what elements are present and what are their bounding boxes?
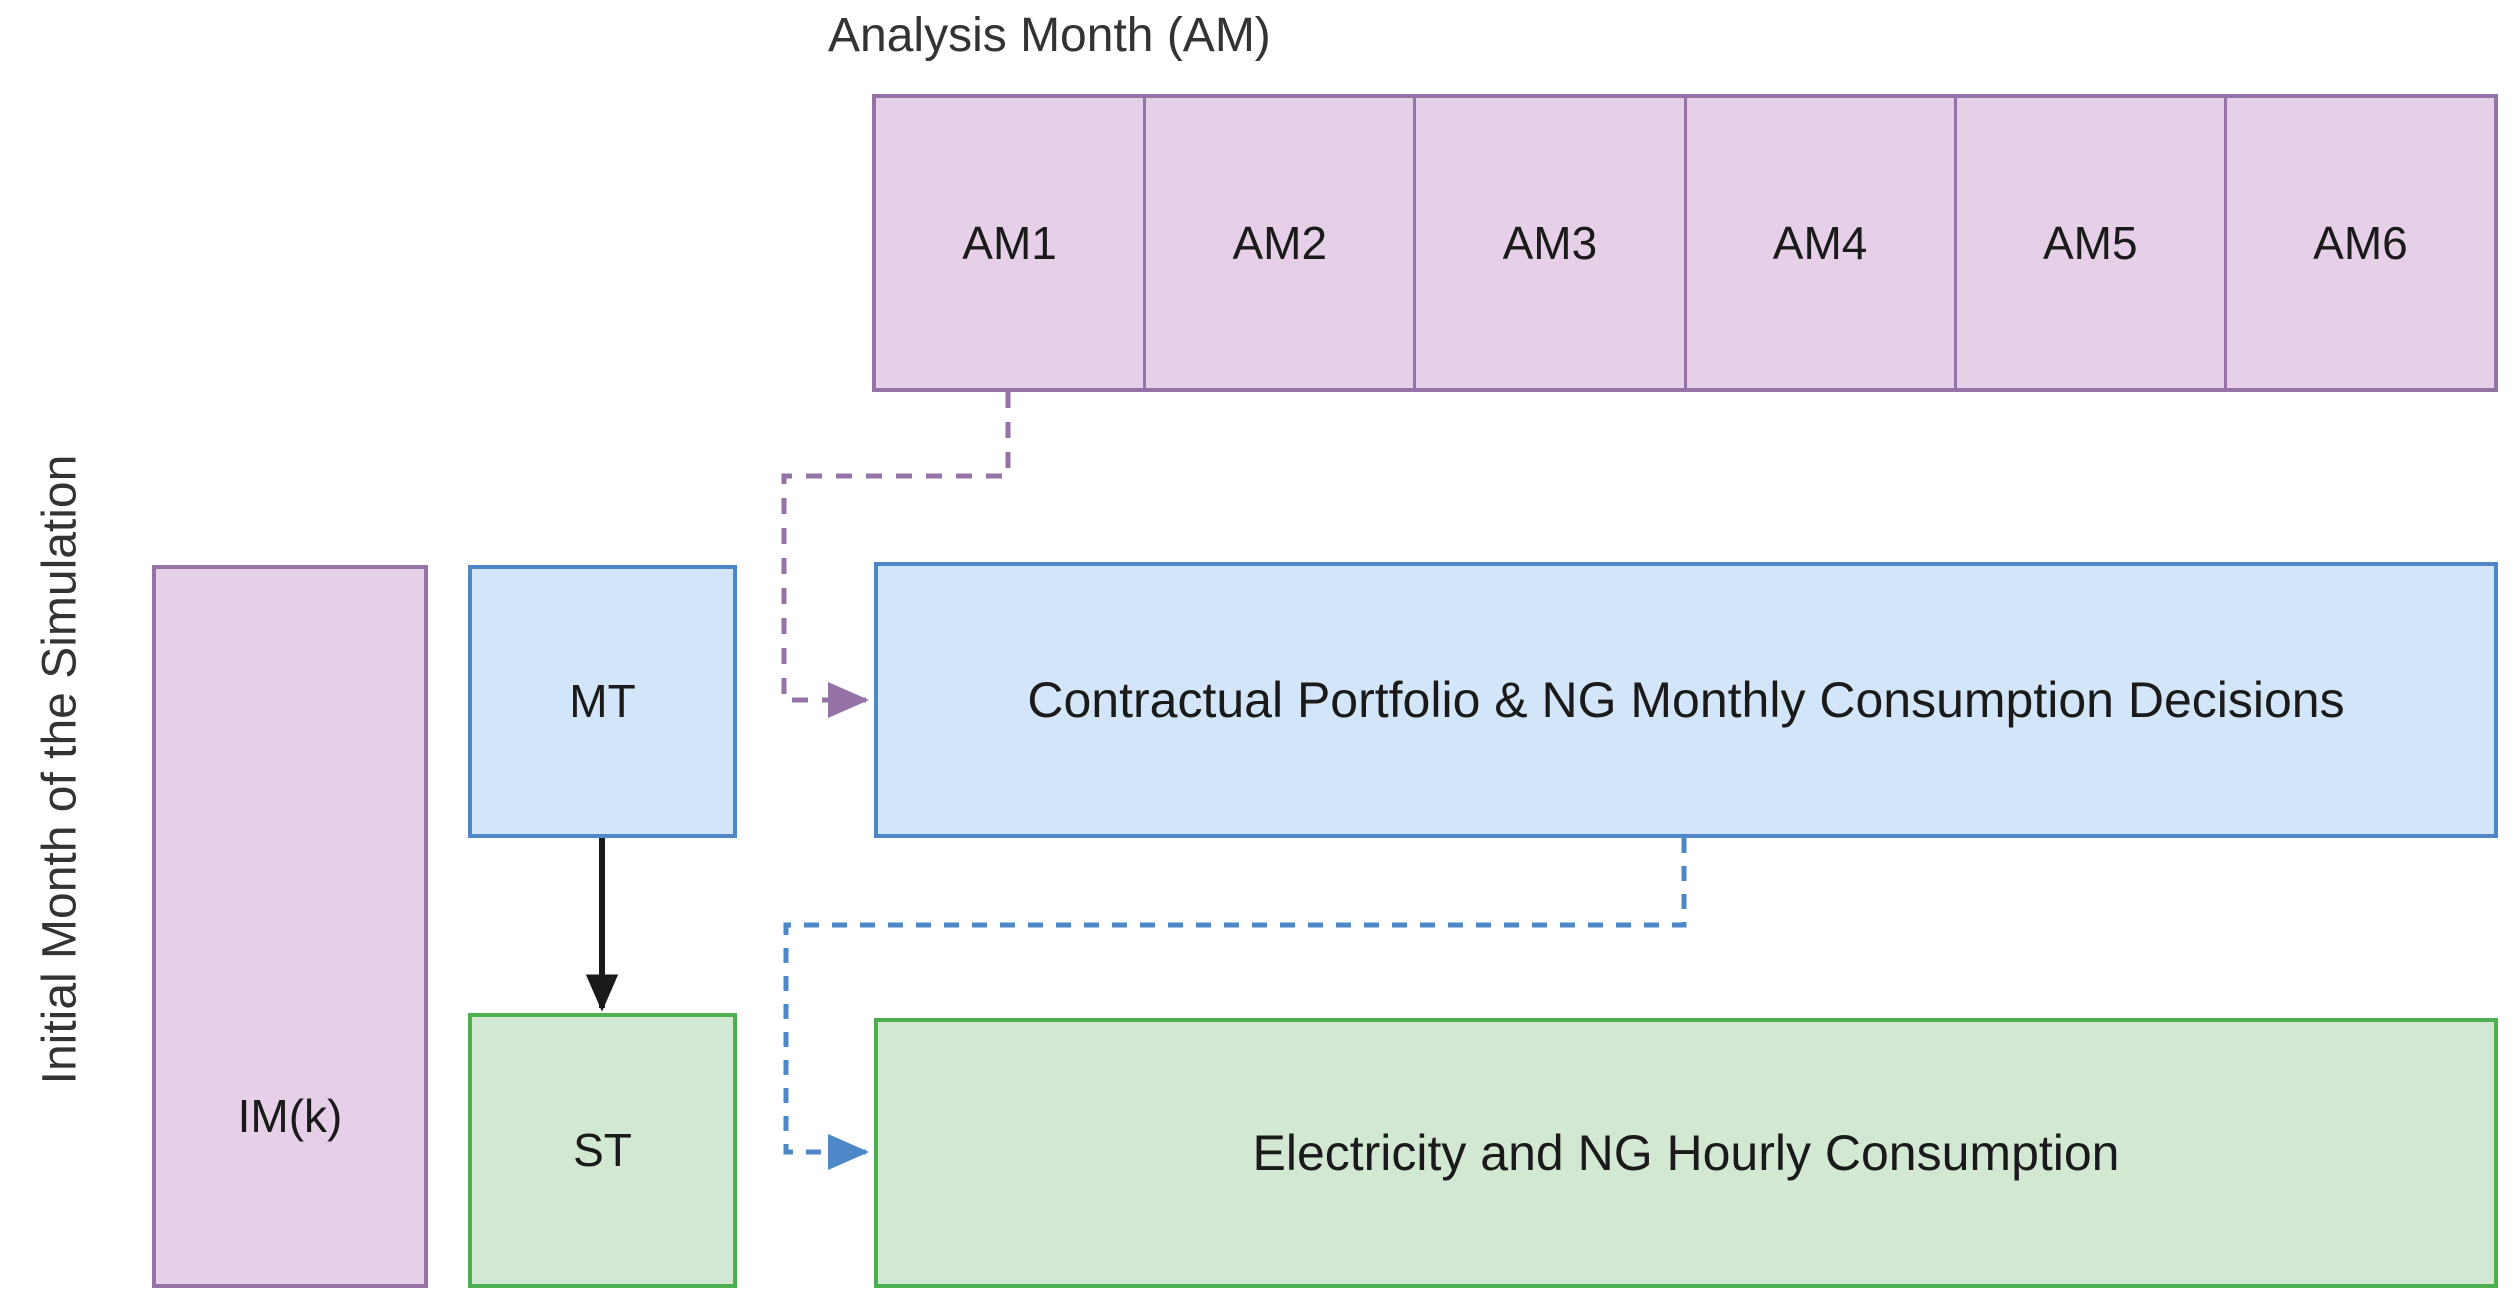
am-cell-5[interactable]: AM5 bbox=[1957, 98, 2227, 388]
am-cell-2[interactable]: AM2 bbox=[1146, 98, 1417, 388]
node-hourly-consumption-label: Electricity and NG Hourly Consumption bbox=[1252, 1124, 2120, 1181]
analysis-month-axis-label: Analysis Month (AM) bbox=[828, 9, 1271, 62]
node-initial-month[interactable]: IM(k) bbox=[152, 565, 428, 1288]
am-cell-label: AM4 bbox=[1772, 217, 1868, 269]
am-cell-label: AM2 bbox=[1232, 217, 1328, 269]
am-cell-label: AM5 bbox=[2042, 217, 2138, 269]
am-cell-1[interactable]: AM1 bbox=[876, 98, 1147, 388]
node-monthly-decisions[interactable]: Contractual Portfolio & NG Monthly Consu… bbox=[874, 562, 2498, 838]
node-monthly-decisions-label: Contractual Portfolio & NG Monthly Consu… bbox=[1027, 671, 2345, 728]
node-short-term-label: ST bbox=[573, 1124, 632, 1177]
node-short-term[interactable]: ST bbox=[468, 1013, 737, 1288]
am-cell-4[interactable]: AM4 bbox=[1687, 98, 1957, 388]
node-medium-term-label: MT bbox=[569, 675, 636, 728]
am-cell-label: AM6 bbox=[2313, 217, 2408, 269]
node-medium-term[interactable]: MT bbox=[468, 565, 737, 838]
node-initial-month-label: IM(k) bbox=[237, 1090, 343, 1143]
analysis-month-strip: AM1 AM2 AM3 AM4 AM5 AM6 bbox=[872, 94, 2498, 392]
am-cell-6[interactable]: AM6 bbox=[2227, 98, 2494, 388]
initial-month-axis-label: Initial Month of the Simulation bbox=[33, 454, 87, 1085]
am-cell-3[interactable]: AM3 bbox=[1416, 98, 1687, 388]
am-cell-label: AM3 bbox=[1502, 217, 1598, 269]
am-cell-label: AM1 bbox=[962, 217, 1057, 269]
node-hourly-consumption[interactable]: Electricity and NG Hourly Consumption bbox=[874, 1018, 2498, 1288]
